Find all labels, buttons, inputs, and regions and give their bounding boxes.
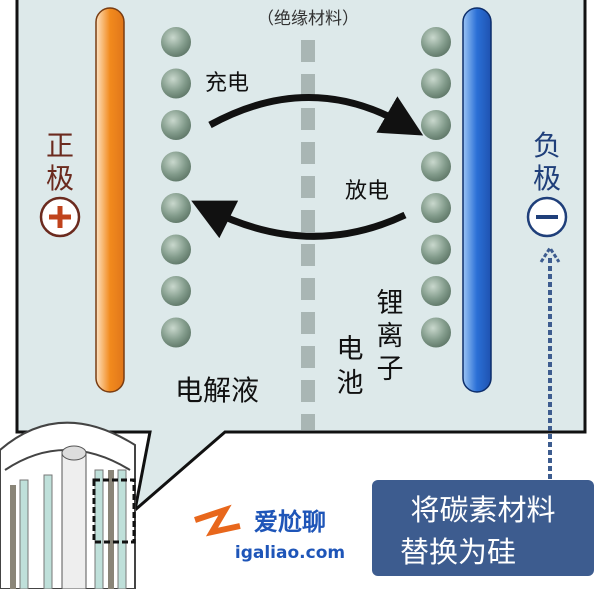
negative-label-2: 极 <box>533 162 561 195</box>
positive-electrode <box>95 7 125 393</box>
lithium-ion <box>421 193 451 223</box>
lithium-ion <box>421 151 451 182</box>
lithium-ion <box>421 234 451 265</box>
note-box <box>372 480 594 576</box>
note-line-1: 将碳素材料 <box>410 493 555 527</box>
charge-label: 充电 <box>205 71 249 96</box>
lithium-ion <box>421 276 451 306</box>
lithium-ion <box>161 193 191 223</box>
lithium-ion <box>421 317 451 348</box>
watermark-url: igaliao.com <box>235 543 345 563</box>
note-line-2: 替换为硅 <box>400 535 516 569</box>
charge-arrow <box>208 94 424 136</box>
lithium-ion <box>161 151 191 182</box>
battery-label-char: 子 <box>377 354 404 385</box>
discharge-arrow <box>191 200 407 240</box>
negative-electrode <box>462 7 492 393</box>
positive-label-2: 极 <box>46 162 74 195</box>
positive-label-1: 正 <box>46 129 74 162</box>
battery-cell-illustration <box>0 421 136 589</box>
lithium-ion <box>161 234 191 265</box>
ions-left <box>161 27 191 348</box>
lithium-ion <box>421 110 451 140</box>
ions-right <box>421 27 451 348</box>
electrolyte-label: 电解液 <box>175 374 259 407</box>
negative-label-1: 负 <box>533 129 561 162</box>
lithium-ion <box>161 317 191 348</box>
battery-label-char: 池 <box>337 368 364 399</box>
lithium-ion <box>161 276 191 306</box>
watermark-logo: 爱尬聊 igaliao.com <box>194 504 345 563</box>
watermark-swoosh <box>194 504 241 537</box>
separator-label: （绝缘材料） <box>257 9 359 29</box>
lithium-ion <box>161 27 191 57</box>
lithium-ion <box>161 68 191 99</box>
lithium-ion <box>421 68 451 99</box>
battery-label-char: 电 <box>337 334 364 365</box>
battery-label-char: 离 <box>377 321 404 352</box>
battery-label-char: 锂 <box>377 288 404 319</box>
watermark-text: 爱尬聊 <box>254 508 326 536</box>
lithium-ion <box>161 110 191 140</box>
lithium-ion <box>421 27 451 57</box>
discharge-label: 放电 <box>345 179 389 204</box>
